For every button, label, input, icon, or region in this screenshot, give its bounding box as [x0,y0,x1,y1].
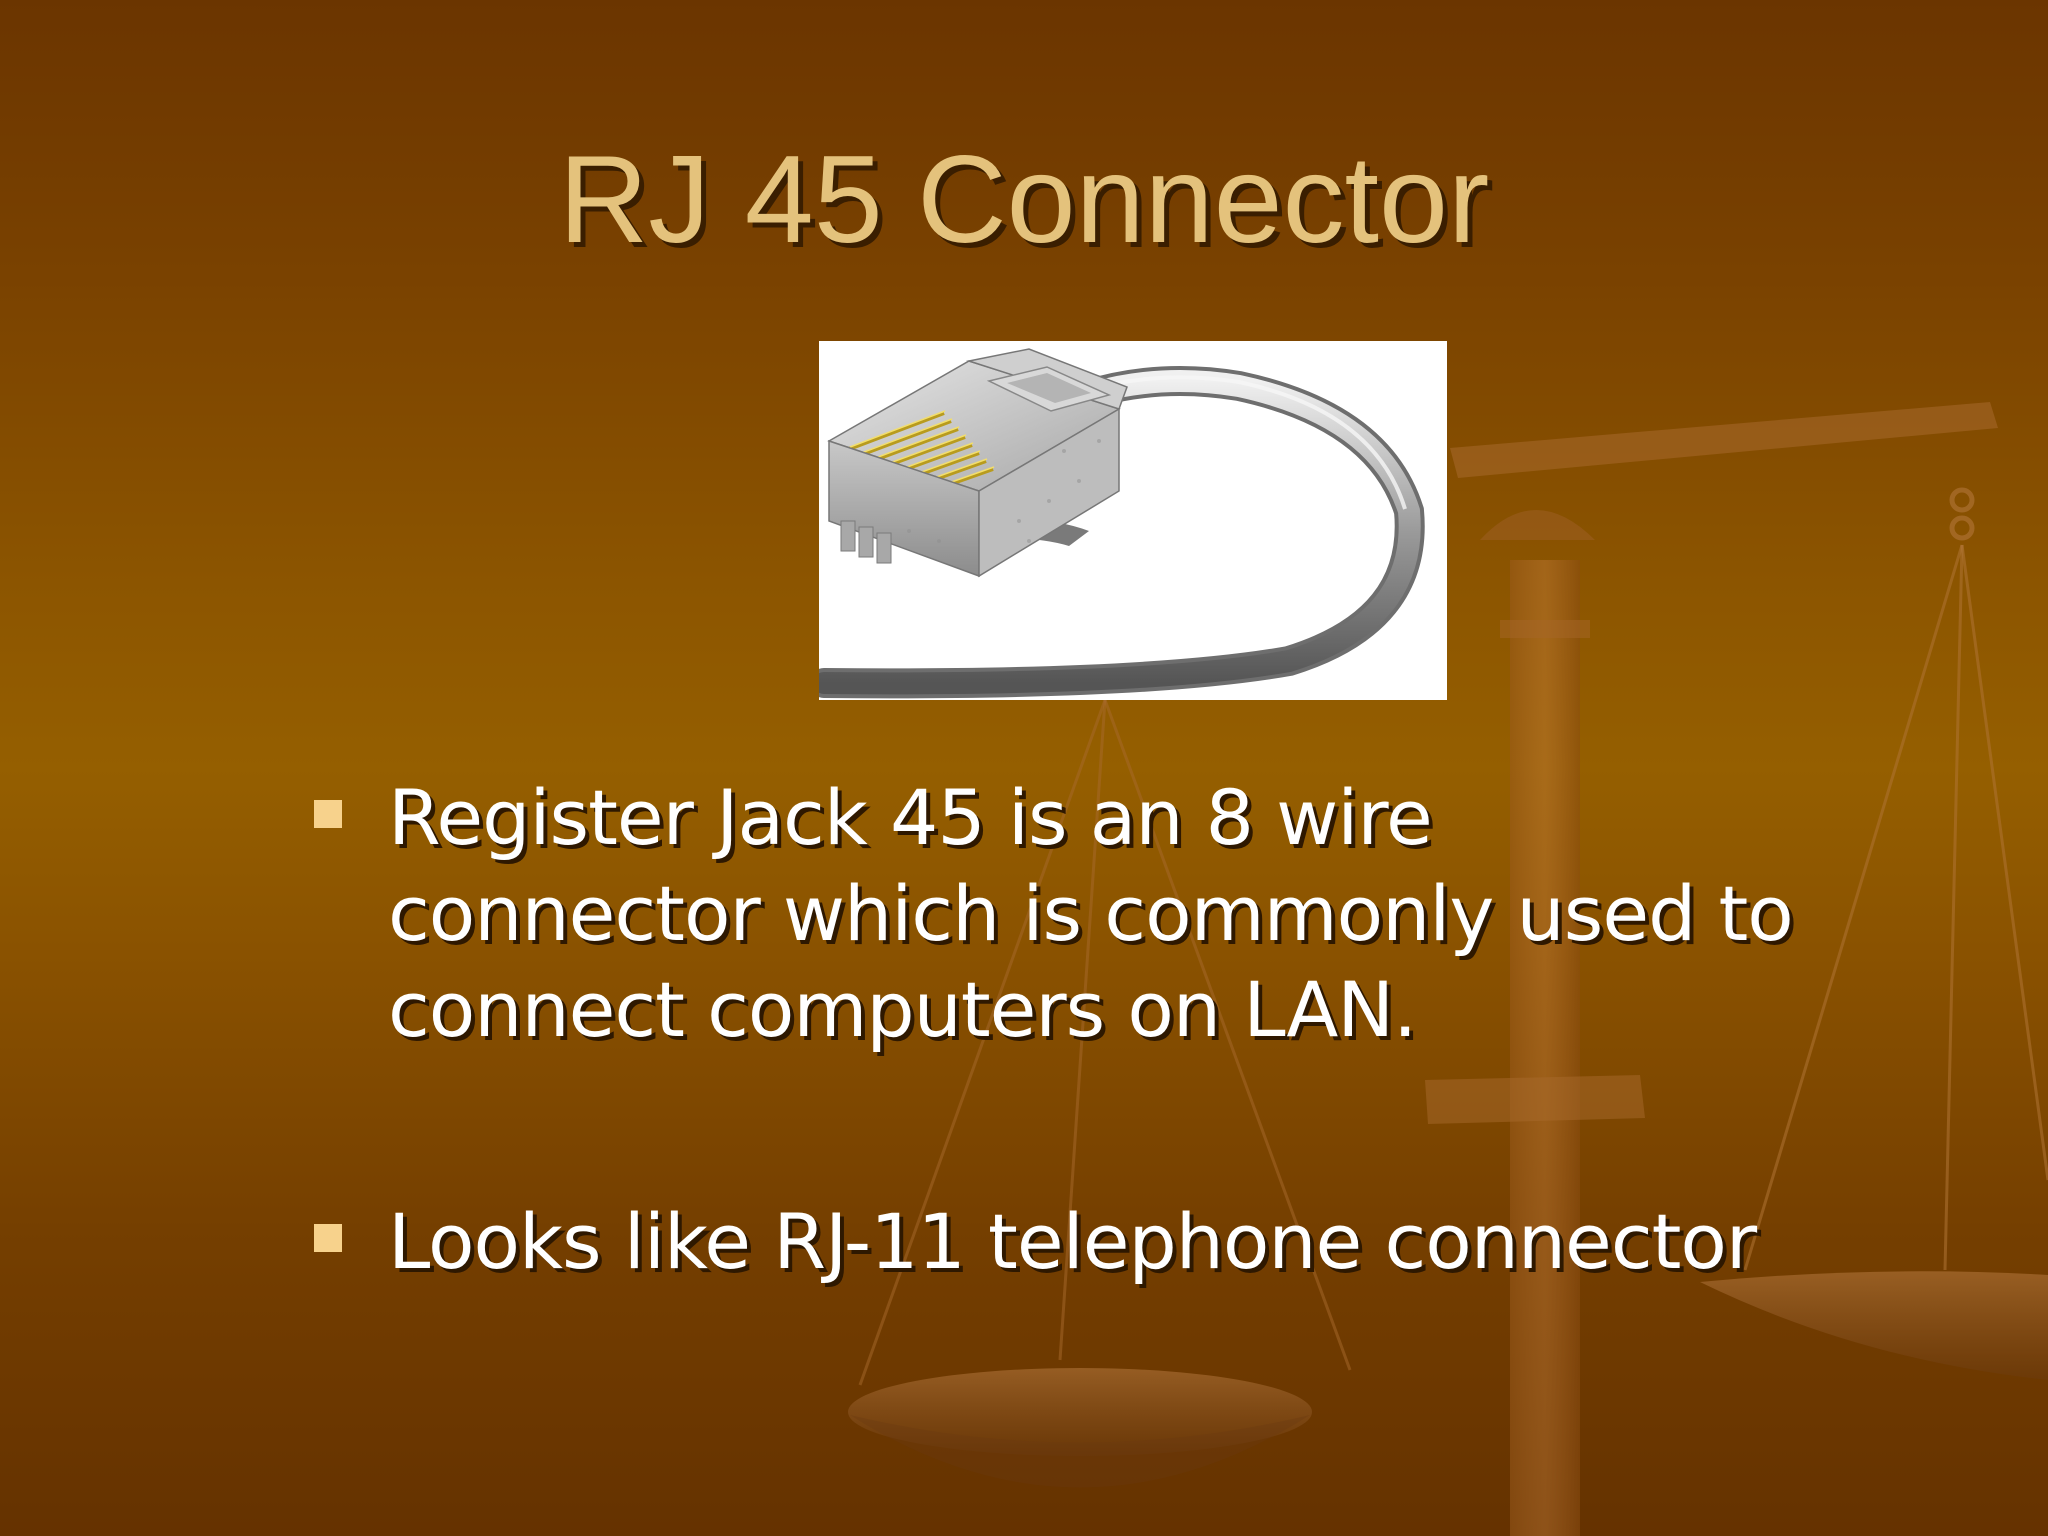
bullet-text: Looks like RJ-11 telephone connector [388,1197,1757,1286]
bullet-item: Register Jack 45 is an 8 wire connector … [310,770,1810,1058]
bullet-text: Register Jack 45 is an 8 wire connector … [388,773,1794,1054]
bullet-list: Register Jack 45 is an 8 wire connector … [310,770,1810,1290]
square-bullet-icon [314,800,342,828]
square-bullet-icon [314,1224,342,1252]
slide-title: RJ 45 Connector [558,131,1490,269]
rj45-connector-icon [819,348,1425,699]
bullet-item: Looks like RJ-11 telephone connector [310,1194,1810,1290]
rj45-connector-image [819,341,1447,700]
